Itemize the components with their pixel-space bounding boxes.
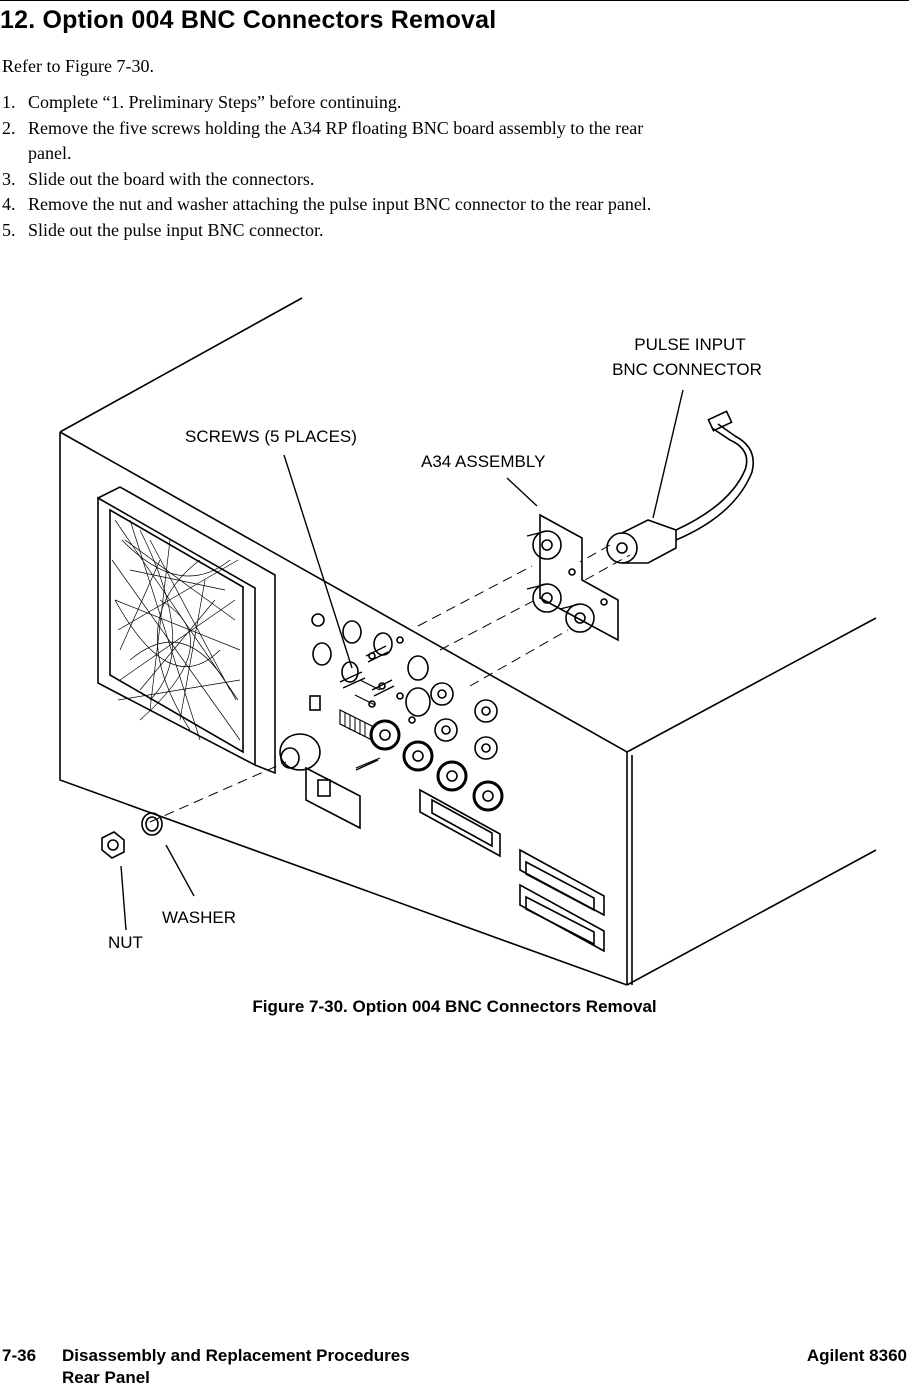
product-name: Agilent 8360: [806, 1346, 907, 1365]
step-item: 3. Slide out the board with the connector…: [2, 167, 651, 193]
label-screws: SCREWS (5 PLACES): [185, 427, 357, 446]
leader-lines: [120, 389, 684, 931]
step-item: 1. Complete “1. Preliminary Steps” before…: [2, 90, 651, 116]
step-number: 5.: [2, 219, 16, 240]
step-item: 4. Remove the nut and washer attaching th…: [2, 192, 651, 218]
step-text: Slide out the pulse input BNC connector.: [28, 219, 324, 240]
step-item-continuation: panel.: [2, 141, 651, 167]
alignment-lines: [149, 544, 631, 823]
step-item: 5. Slide out the pulse input BNC connecto…: [2, 218, 651, 244]
label-washer: WASHER: [162, 908, 236, 927]
top-rule: [0, 0, 909, 1]
step-text: Remove the five screws holding the A34 R…: [28, 117, 644, 138]
section-title: Rear Panel: [62, 1368, 150, 1387]
page-number: 7-36: [2, 1346, 37, 1365]
mounting-screws: [339, 645, 395, 771]
panel-bnc-connectors: [369, 682, 504, 858]
label-a34-assembly: A34 ASSEMBLY: [421, 452, 545, 471]
pulse-input-bnc-connector: [606, 410, 754, 564]
step-text: Remove the nut and washer attaching the …: [28, 194, 652, 214]
rear-panel-illustration: PULSE INPUT BNC CONNECTOR SCREWS (5 PLAC…: [59, 297, 877, 986]
fan-grille: [97, 486, 276, 775]
rear-panel-components: [279, 613, 431, 830]
multi-pin-connectors: [519, 848, 605, 953]
instrument-chassis: [59, 297, 877, 986]
intro-paragraph: Refer to Figure 7-30.: [2, 56, 154, 76]
chapter-title: Disassembly and Replacement Procedures: [62, 1346, 410, 1365]
nut-and-washer: [101, 812, 163, 859]
step-item: 2. Remove the five screws holding the A34…: [2, 116, 651, 142]
procedure-steps: 1. Complete “1. Preliminary Steps” before…: [2, 90, 651, 243]
step-number: 4.: [2, 194, 16, 214]
step-number: 2.: [2, 117, 16, 138]
a34-assembly-board: [526, 513, 619, 642]
step-text: panel.: [28, 143, 72, 163]
step-text: Complete “1. Preliminary Steps” before c…: [28, 92, 402, 112]
label-bnc-connector: BNC CONNECTOR: [612, 360, 762, 379]
section-heading: 12. Option 004 BNC Connectors Removal: [0, 6, 497, 34]
label-pulse-input: PULSE INPUT: [634, 335, 745, 354]
step-number: 1.: [2, 92, 16, 112]
label-nut: NUT: [108, 933, 143, 952]
figure-caption: Figure 7-30. Option 004 BNC Connectors R…: [252, 997, 657, 1016]
step-number: 3.: [2, 168, 16, 189]
step-text: Slide out the board with the connectors.: [28, 168, 315, 189]
